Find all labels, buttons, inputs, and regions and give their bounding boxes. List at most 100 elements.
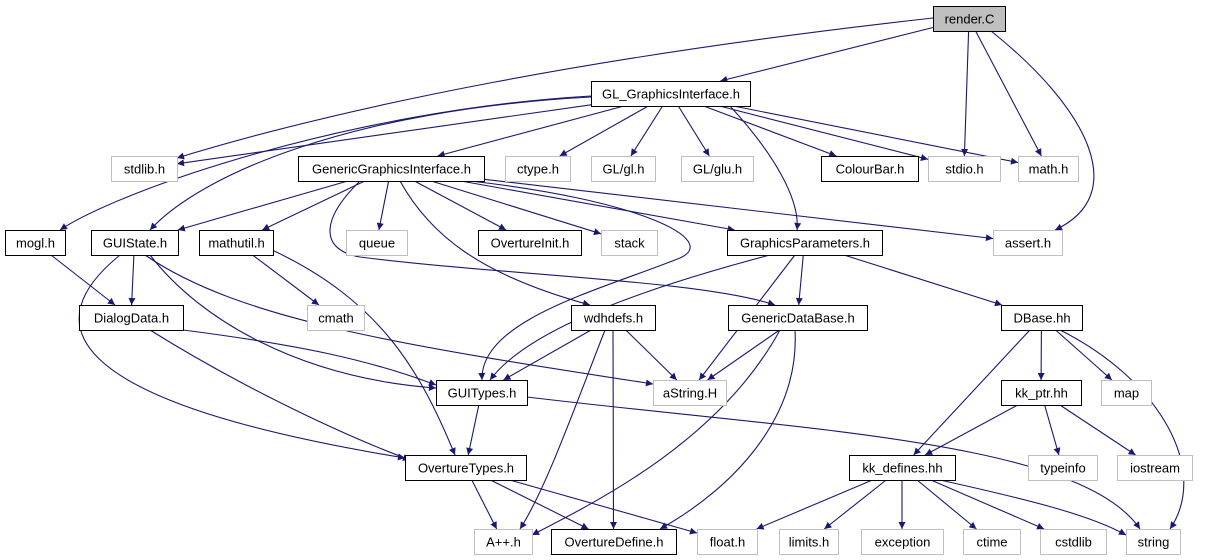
node-dbase-hh[interactable]: DBase.hh bbox=[1001, 305, 1083, 331]
node-box bbox=[779, 529, 839, 555]
node-cmath[interactable]: cmath bbox=[307, 305, 365, 331]
edge-wdhdefs-h-to-astring-h bbox=[625, 329, 678, 381]
node-mogl-h[interactable]: mogl.h bbox=[5, 230, 66, 256]
node-guitypes-h[interactable]: GUITypes.h bbox=[436, 380, 528, 406]
node-box bbox=[681, 156, 754, 182]
node-graphicsparameters-h[interactable]: GraphicsParameters.h bbox=[727, 230, 883, 256]
node-label: stack bbox=[614, 236, 645, 251]
edge-render-c-to-math-h bbox=[975, 30, 1042, 157]
node-float-h[interactable]: float.h bbox=[697, 529, 758, 555]
node-box bbox=[298, 156, 485, 182]
node-box bbox=[1018, 156, 1079, 182]
edge-mathutil-h-to-overturetypes-h bbox=[269, 248, 456, 456]
edge-render-c-to-stdio-h bbox=[961, 30, 970, 157]
node-label: iostream bbox=[1130, 461, 1180, 476]
node-gl-gl-h[interactable]: GL/gl.h bbox=[591, 156, 656, 182]
node-overtureinit-h[interactable]: OvertureInit.h bbox=[478, 230, 582, 256]
node-label: string bbox=[1138, 535, 1170, 550]
edge-overturetypes-h-to-overturedefine-h bbox=[490, 479, 589, 530]
node-guistate-h[interactable]: GUIState.h bbox=[91, 230, 179, 256]
node-box bbox=[436, 380, 528, 406]
edge-dialogdata-h-to-guitypes-h bbox=[182, 329, 437, 386]
node-box bbox=[728, 305, 868, 331]
node-box bbox=[653, 380, 727, 406]
node-box bbox=[474, 529, 533, 555]
node-typeinfo[interactable]: typeinfo bbox=[1028, 455, 1098, 481]
edge-gl-graphicsinterface-h-to-gl-glu-h bbox=[677, 105, 710, 157]
node-box bbox=[933, 6, 1006, 32]
node-assert-h[interactable]: assert.h bbox=[993, 230, 1063, 256]
node-label: OvertureDefine.h bbox=[565, 535, 664, 550]
edge-gl-graphicsinterface-h-to-graphicsparameters-h bbox=[729, 105, 802, 231]
node-box bbox=[571, 305, 656, 331]
edge-gl-graphicsinterface-h-to-gl-gl-h bbox=[630, 105, 664, 157]
node-box bbox=[821, 156, 919, 182]
edge-graphicsparameters-h-to-genericdatabase-h bbox=[795, 254, 804, 306]
node-stack[interactable]: stack bbox=[601, 230, 658, 256]
node-label: DialogData.h bbox=[94, 311, 169, 326]
node-overturedefine-h[interactable]: OvertureDefine.h bbox=[551, 529, 677, 555]
edge-dbase-hh-to-string bbox=[1059, 329, 1185, 530]
node-ctype-h[interactable]: ctype.h bbox=[505, 156, 571, 182]
edge-dbase-hh-to-kk-defines-hh bbox=[913, 329, 1031, 456]
node-box bbox=[505, 156, 571, 182]
node-queue[interactable]: queue bbox=[346, 230, 408, 256]
edge-render-c-to-stdlib-h bbox=[176, 17, 934, 160]
edge-gl-graphicsinterface-h-to-stdlib-h bbox=[176, 104, 592, 167]
node-label: GraphicsParameters.h bbox=[740, 236, 870, 251]
edge-genericdatabase-h-to-aplusplus-h bbox=[531, 329, 781, 536]
node-iostream[interactable]: iostream bbox=[1117, 455, 1193, 481]
node-math-h[interactable]: math.h bbox=[1018, 156, 1079, 182]
node-genericgraphicsinterface-h[interactable]: GenericGraphicsInterface.h bbox=[298, 156, 485, 182]
node-overturetypes-h[interactable]: OvertureTypes.h bbox=[405, 455, 527, 481]
node-box bbox=[1040, 529, 1107, 555]
node-ctime[interactable]: ctime bbox=[963, 529, 1021, 555]
node-string[interactable]: string bbox=[1126, 529, 1181, 555]
node-kk-ptr-hh[interactable]: kk_ptr.hh bbox=[1001, 380, 1082, 406]
node-gl-graphicsinterface-h[interactable]: GL_GraphicsInterface.h bbox=[591, 81, 751, 107]
node-kk-defines-hh[interactable]: kk_defines.hh bbox=[849, 455, 956, 481]
node-gl-glu-h[interactable]: GL/glu.h bbox=[681, 156, 754, 182]
edge-kk-defines-hh-to-string bbox=[939, 479, 1127, 536]
node-cstdlib[interactable]: cstdlib bbox=[1040, 529, 1107, 555]
edge-genericgraphicsinterface-h-to-guistate-h bbox=[177, 180, 348, 232]
edge-mathutil-h-to-cmath bbox=[252, 254, 320, 306]
node-map[interactable]: map bbox=[1101, 380, 1152, 406]
node-dialogdata-h[interactable]: DialogData.h bbox=[79, 305, 184, 331]
node-label: stdio.h bbox=[945, 162, 983, 177]
edge-wdhdefs-h-to-aplusplus-h bbox=[519, 329, 606, 530]
node-label: kk_defines.hh bbox=[862, 461, 942, 476]
node-label: render.C bbox=[945, 12, 995, 27]
node-box bbox=[591, 156, 656, 182]
edge-gl-graphicsinterface-h-to-stdio-h bbox=[719, 105, 929, 161]
edge-wdhdefs-h-to-overturedefine-h bbox=[609, 329, 617, 530]
node-colourbar-h[interactable]: ColourBar.h bbox=[821, 156, 919, 182]
node-label: cmath bbox=[318, 311, 353, 326]
node-box bbox=[591, 81, 751, 107]
edge-genericgraphicsinterface-h-to-overtureinit-h bbox=[414, 180, 507, 231]
node-mathutil-h[interactable]: mathutil.h bbox=[199, 230, 274, 256]
node-label: ctime bbox=[976, 535, 1007, 550]
node-box bbox=[1001, 305, 1083, 331]
edge-render-c-to-gl-graphicsinterface-h bbox=[720, 26, 934, 83]
node-stdio-h[interactable]: stdio.h bbox=[928, 156, 1001, 182]
node-aplusplus-h[interactable]: A++.h bbox=[474, 529, 533, 555]
edge-overturetypes-h-to-aplusplus-h bbox=[471, 479, 498, 530]
node-stdlib-h[interactable]: stdlib.h bbox=[111, 156, 178, 182]
node-astring-h[interactable]: aString.H bbox=[653, 380, 727, 406]
node-genericdatabase-h[interactable]: GenericDataBase.h bbox=[728, 305, 868, 331]
edge-genericgraphicsinterface-h-to-genericdatabase-h bbox=[329, 180, 776, 307]
edge-guistate-h-to-dialogdata-h bbox=[128, 254, 136, 306]
node-box bbox=[405, 455, 527, 481]
node-box bbox=[346, 230, 408, 256]
node-label: GL/glu.h bbox=[693, 162, 742, 177]
node-label: GUIState.h bbox=[103, 236, 167, 251]
edge-gl-graphicsinterface-h-to-colourbar-h bbox=[703, 105, 837, 157]
node-wdhdefs-h[interactable]: wdhdefs.h bbox=[571, 305, 656, 331]
node-render-c[interactable]: render.C bbox=[933, 6, 1006, 32]
node-label: A++.h bbox=[486, 535, 521, 550]
node-exception[interactable]: exception bbox=[861, 529, 944, 555]
node-limits-h[interactable]: limits.h bbox=[779, 529, 839, 555]
node-box bbox=[1117, 455, 1193, 481]
